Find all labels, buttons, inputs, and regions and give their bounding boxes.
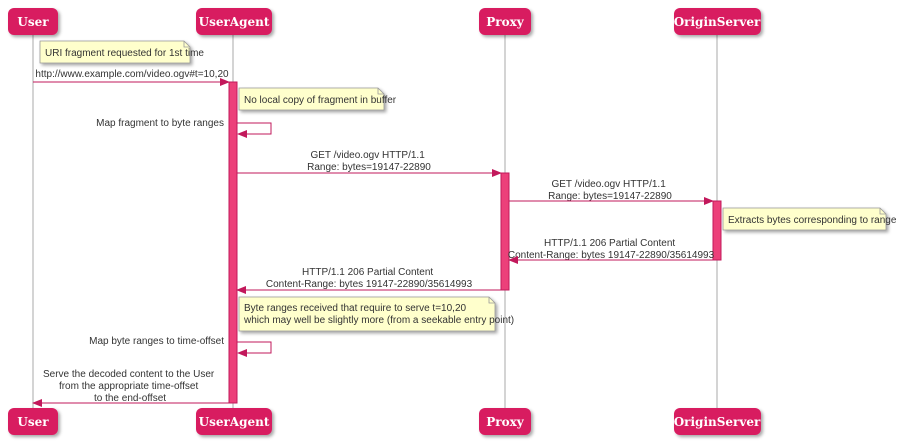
participant-origin-bottom xyxy=(674,408,761,435)
message-label: GET /video.ogv HTTP/1.1 Range: bytes=191… xyxy=(548,179,672,202)
message-line: to the end-offset xyxy=(94,393,166,404)
participant-user-top xyxy=(8,8,58,35)
note-extracts-bytes xyxy=(722,207,887,231)
message-label: Serve the decoded content to the User fr… xyxy=(43,369,217,404)
activation-origin xyxy=(712,200,722,261)
message-label: http://www.example.com/video.ogv#t=10,20 xyxy=(35,69,229,80)
message-line: http://www.example.com/video.ogv#t=10,20 xyxy=(35,69,229,80)
message-line: GET /video.ogv HTTP/1.1 xyxy=(551,179,666,190)
message-line: Map fragment to byte ranges xyxy=(96,118,224,129)
participant-label: Proxy xyxy=(486,15,525,29)
message-line: Content-Range: bytes 19147-22890/3561499… xyxy=(508,250,715,261)
participant-label: User xyxy=(17,415,49,429)
participant-label: User xyxy=(17,15,49,29)
note-byte-ranges-received xyxy=(238,296,496,332)
message-line: GET /video.ogv HTTP/1.1 xyxy=(310,150,425,161)
participant-proxy-bottom xyxy=(479,408,531,435)
note-text: No local copy of fragment in buffer xyxy=(244,95,397,106)
note-text: Byte ranges received that require to ser… xyxy=(243,303,514,326)
note-line: URI fragment requested for 1st time xyxy=(45,48,204,59)
self-message-arrow xyxy=(237,341,272,357)
participant-label: OriginServer xyxy=(674,415,761,429)
message-line: Content-Range: bytes 19147-22890/3561499… xyxy=(266,279,473,290)
participant-label: UserAgent xyxy=(199,415,270,429)
message-label: Map fragment to byte ranges xyxy=(96,118,224,129)
message-line: Map byte ranges to time-offset xyxy=(89,336,224,347)
note-text: Extracts bytes corresponding to range xyxy=(728,215,897,226)
message-line: Range: bytes=19147-22890 xyxy=(307,162,431,173)
participant-origin-top xyxy=(674,8,761,35)
note-line: Byte ranges received that require to ser… xyxy=(244,303,467,314)
message-line: from the appropriate time-offset xyxy=(59,381,199,392)
participant-label: Proxy xyxy=(486,415,525,429)
message-line: HTTP/1.1 206 Partial Content xyxy=(302,267,433,278)
note-line: which may well be slightly more (from a … xyxy=(243,315,514,326)
note-line: Extracts bytes corresponding to range xyxy=(728,215,897,226)
self-message-arrow xyxy=(237,122,272,138)
note-line: No local copy of fragment in buffer xyxy=(244,95,397,106)
participant-useragent-top xyxy=(196,8,272,35)
message-line: Serve the decoded content to the User xyxy=(43,369,215,380)
participant-label: UserAgent xyxy=(199,15,270,29)
participant-useragent-bottom xyxy=(196,408,272,435)
note-text: URI fragment requested for 1st time xyxy=(45,48,204,59)
message-label: GET /video.ogv HTTP/1.1 Range: bytes=191… xyxy=(307,150,431,173)
note-uri-fragment xyxy=(39,40,191,64)
participant-proxy-top xyxy=(479,8,531,35)
participant-user-bottom xyxy=(8,408,58,435)
message-label: HTTP/1.1 206 Partial Content Content-Ran… xyxy=(266,267,473,290)
message-line: HTTP/1.1 206 Partial Content xyxy=(544,238,675,249)
activation-proxy xyxy=(500,172,510,291)
activation-useragent xyxy=(228,81,238,404)
message-label: HTTP/1.1 206 Partial Content Content-Ran… xyxy=(508,238,715,261)
note-no-local-copy xyxy=(238,87,385,111)
message-label: Map byte ranges to time-offset xyxy=(89,336,224,347)
participant-label: OriginServer xyxy=(674,15,761,29)
message-line: Range: bytes=19147-22890 xyxy=(548,191,672,202)
